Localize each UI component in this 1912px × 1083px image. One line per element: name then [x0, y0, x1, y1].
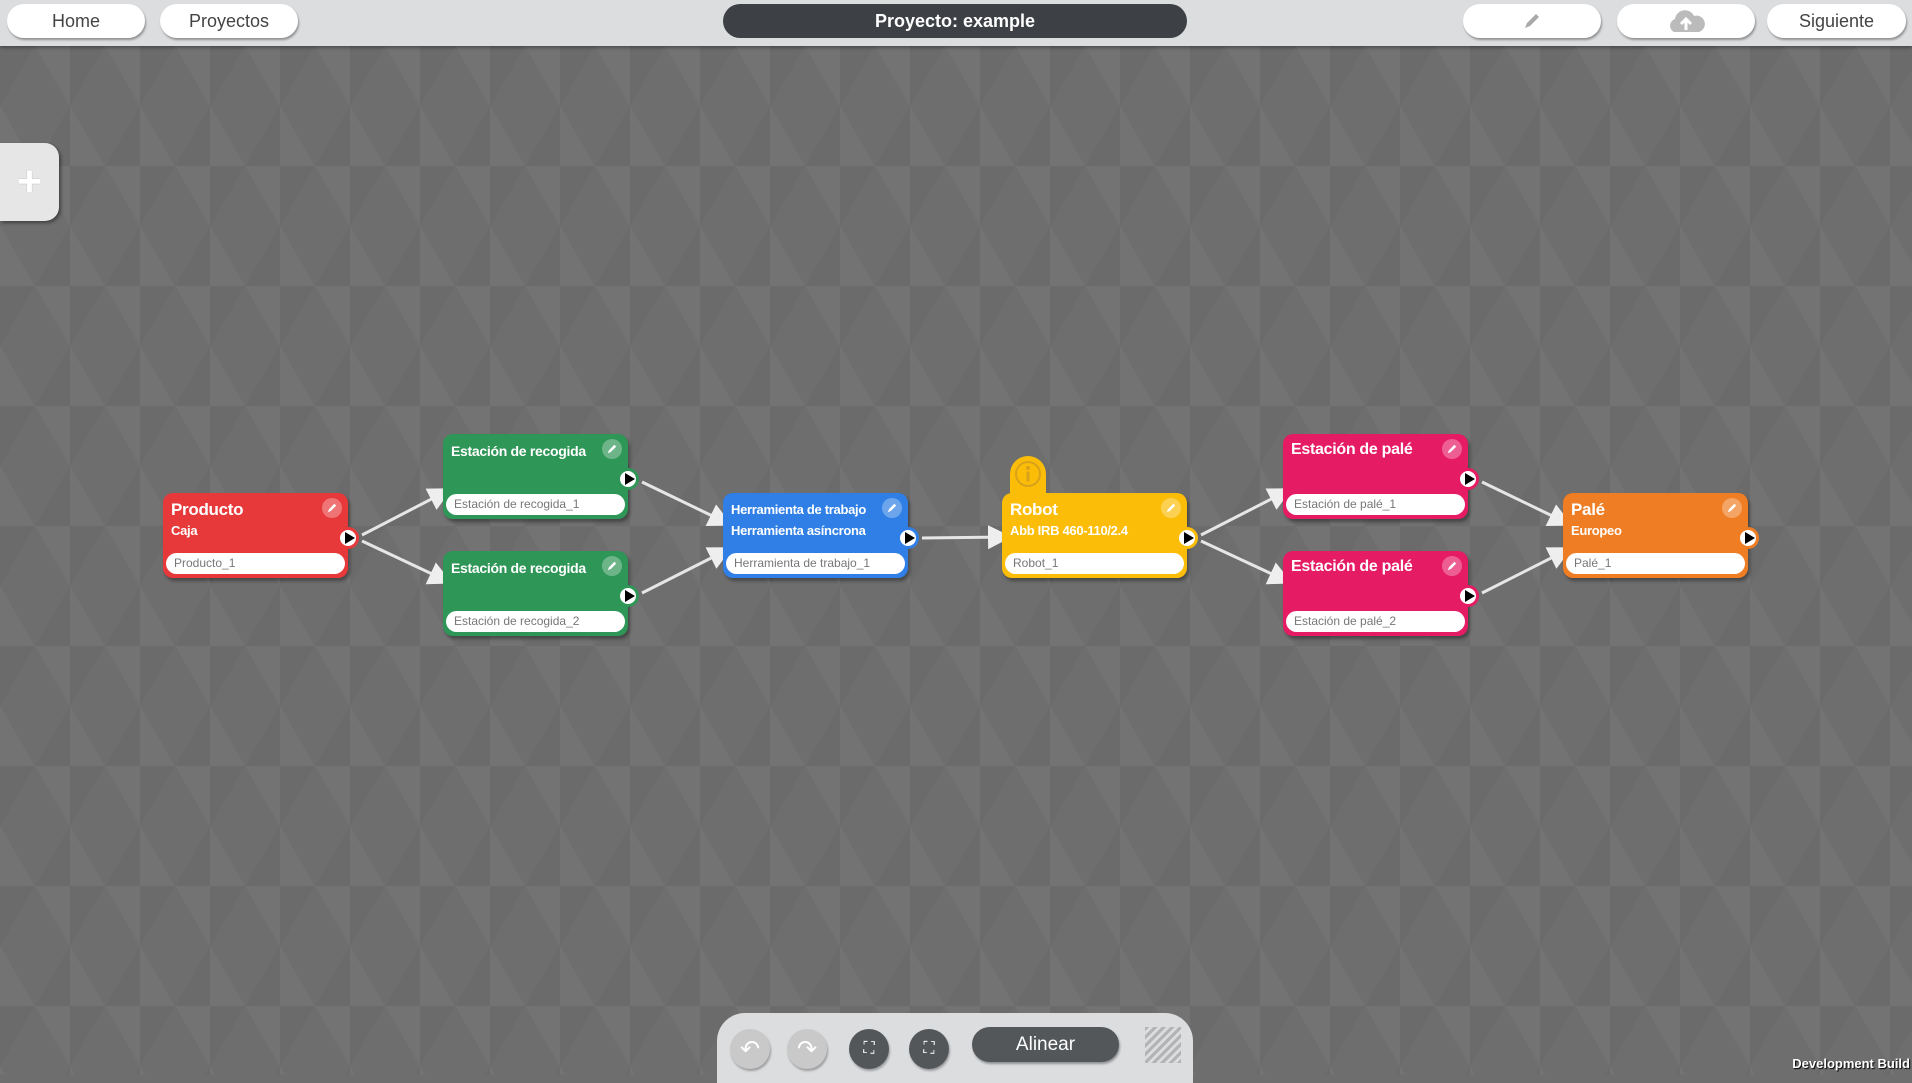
- node-herramienta[interactable]: Herramienta de trabajo Herramienta asínc…: [723, 493, 919, 578]
- focus-button[interactable]: ⛶: [909, 1029, 949, 1069]
- output-port[interactable]: [337, 527, 359, 549]
- node-title: Robot: [1010, 500, 1058, 519]
- node-title: Palé: [1571, 500, 1605, 519]
- connection-producto-recogida2[interactable]: [361, 539, 453, 585]
- output-port[interactable]: [617, 585, 639, 607]
- node-title: Estación de recogida: [451, 560, 586, 576]
- info-icon[interactable]: [1010, 456, 1046, 496]
- pencil-icon[interactable]: [1722, 498, 1742, 518]
- node-producto[interactable]: Producto Caja Producto_1: [163, 493, 359, 578]
- projects-button[interactable]: Proyectos: [160, 4, 298, 38]
- connection-pale2-pale[interactable]: [1481, 547, 1573, 595]
- node-title: Estación de recogida: [451, 443, 586, 459]
- node-name-field[interactable]: Palé_1: [1566, 553, 1745, 574]
- fit-view-button[interactable]: ⛶: [849, 1029, 889, 1069]
- pencil-icon[interactable]: [1442, 556, 1462, 576]
- info-icon-glyph: [1015, 461, 1041, 487]
- node-pale1[interactable]: Estación de palé Estación de palé_1: [1283, 434, 1479, 519]
- connection-producto-recogida1[interactable]: [361, 488, 453, 537]
- node-name-field[interactable]: Herramienta de trabajo_1: [726, 553, 905, 574]
- play-icon: [1464, 590, 1475, 602]
- development-build-label: Development Build: [1792, 1056, 1910, 1071]
- plus-icon: +: [16, 157, 43, 206]
- node-pale2[interactable]: Estación de palé Estación de palé_2: [1283, 551, 1479, 636]
- focus-icon: ⛶: [923, 1040, 935, 1057]
- node-name-field[interactable]: Estación de recogida_2: [446, 611, 625, 632]
- output-port[interactable]: [1176, 527, 1198, 549]
- pencil-icon[interactable]: [1442, 439, 1462, 459]
- node-name-field[interactable]: Estación de palé_2: [1286, 611, 1465, 632]
- connection-robot-pale2[interactable]: [1200, 539, 1293, 585]
- output-port[interactable]: [1457, 468, 1479, 490]
- node-subtitle: Caja: [171, 523, 198, 538]
- node-title: Estación de palé: [1291, 558, 1413, 575]
- align-button[interactable]: Alinear: [972, 1027, 1119, 1062]
- bottom-toolbar: ↶ ↷ ⛶ ⛶ Alinear: [717, 1013, 1193, 1083]
- node-subtitle: Europeo: [1571, 523, 1622, 538]
- next-button[interactable]: Siguiente: [1767, 4, 1906, 38]
- node-robot[interactable]: Robot Abb IRB 460-110/2.4 Robot_1: [1002, 493, 1198, 578]
- home-button[interactable]: Home: [7, 4, 145, 38]
- pencil-icon[interactable]: [602, 556, 622, 576]
- redo-icon: ↷: [796, 1035, 818, 1063]
- redo-button[interactable]: ↷: [787, 1029, 827, 1069]
- node-recogida1[interactable]: Estación de recogida Estación de recogid…: [443, 434, 639, 519]
- node-pale[interactable]: Palé Europeo Palé_1: [1563, 493, 1759, 578]
- add-node-button[interactable]: +: [0, 143, 59, 221]
- node-title: Producto: [171, 500, 244, 519]
- pencil-icon[interactable]: [322, 498, 342, 518]
- node-title: Estación de palé: [1291, 441, 1413, 458]
- connection-recogida1-herramienta[interactable]: [641, 480, 733, 526]
- node-title: Herramienta de trabajo: [731, 502, 867, 517]
- output-port[interactable]: [897, 527, 919, 549]
- project-title: Proyecto: example: [723, 4, 1187, 38]
- node-name-field[interactable]: Estación de palé_1: [1286, 494, 1465, 515]
- output-port[interactable]: [617, 468, 639, 490]
- output-port[interactable]: [1457, 585, 1479, 607]
- play-icon: [344, 532, 355, 544]
- play-icon: [1464, 473, 1475, 485]
- connection-recogida2-herramienta[interactable]: [641, 547, 733, 595]
- pencil-icon: [1525, 14, 1539, 28]
- undo-button[interactable]: ↶: [730, 1029, 770, 1069]
- grid-icon[interactable]: [1145, 1027, 1181, 1063]
- node-name-field[interactable]: Robot_1: [1005, 553, 1184, 574]
- node-name-field[interactable]: Estación de recogida_1: [446, 494, 625, 515]
- play-icon: [904, 532, 915, 544]
- cloud-upload-icon: [1670, 10, 1705, 32]
- node-name-field[interactable]: Producto_1: [166, 553, 345, 574]
- play-icon: [624, 590, 635, 602]
- pencil-icon[interactable]: [602, 439, 622, 459]
- output-port[interactable]: [1737, 527, 1759, 549]
- node-subtitle: Herramienta asíncrona: [731, 523, 866, 538]
- connection-herramienta-robot[interactable]: [921, 525, 1012, 550]
- fit-view-icon: ⛶: [863, 1040, 875, 1057]
- pencil-icon[interactable]: [1161, 498, 1181, 518]
- node-subtitle: Abb IRB 460-110/2.4: [1010, 523, 1128, 538]
- pencil-icon[interactable]: [882, 498, 902, 518]
- connection-robot-pale1[interactable]: [1200, 488, 1293, 537]
- play-icon: [1744, 532, 1755, 544]
- play-icon: [624, 473, 635, 485]
- undo-icon: ↶: [739, 1035, 761, 1063]
- upload-button[interactable]: [1617, 4, 1755, 38]
- play-icon: [1183, 532, 1194, 544]
- edit-button[interactable]: [1463, 4, 1601, 38]
- connection-pale1-pale[interactable]: [1481, 480, 1573, 526]
- top-bar: Home Proyectos Proyecto: example Siguien…: [0, 0, 1912, 46]
- node-recogida2[interactable]: Estación de recogida Estación de recogid…: [443, 551, 639, 636]
